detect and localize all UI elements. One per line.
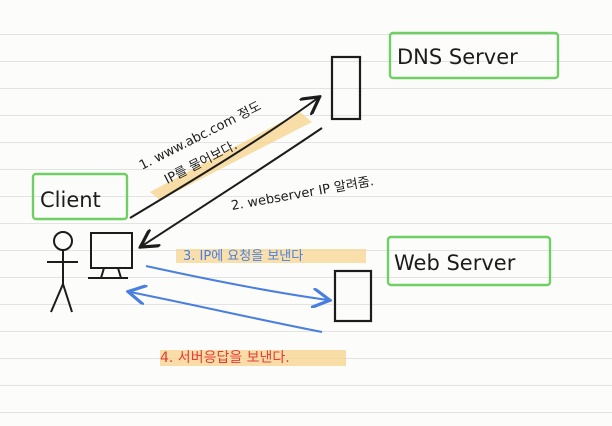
arrow-request-web [145, 265, 328, 300]
web-server-label: Web Server [386, 235, 552, 287]
step3-text: 3. IP에 요청을 보낸다 [183, 249, 303, 264]
dns-server-label: DNS Server [388, 31, 560, 80]
arrow-query-dns [129, 98, 318, 219]
step4-text: 4. 서버응답을 보낸다. [160, 350, 290, 366]
user-figure-icon [47, 231, 78, 313]
web-server-icon [333, 269, 373, 323]
dns-server-icon [330, 55, 362, 121]
computer-monitor-icon [88, 232, 133, 279]
step4-highlight [160, 350, 346, 366]
web-server-text: Web Server [394, 251, 516, 275]
arrow-web-response [130, 292, 323, 333]
dns-server-text: DNS Server [397, 45, 518, 69]
client-label: Client [31, 172, 129, 221]
step3-highlight [176, 249, 366, 263]
arrow-dns-reply [142, 127, 323, 246]
step2-text: 2. webserver IP 알려줌. [230, 174, 375, 214]
client-text: Client [40, 188, 101, 212]
